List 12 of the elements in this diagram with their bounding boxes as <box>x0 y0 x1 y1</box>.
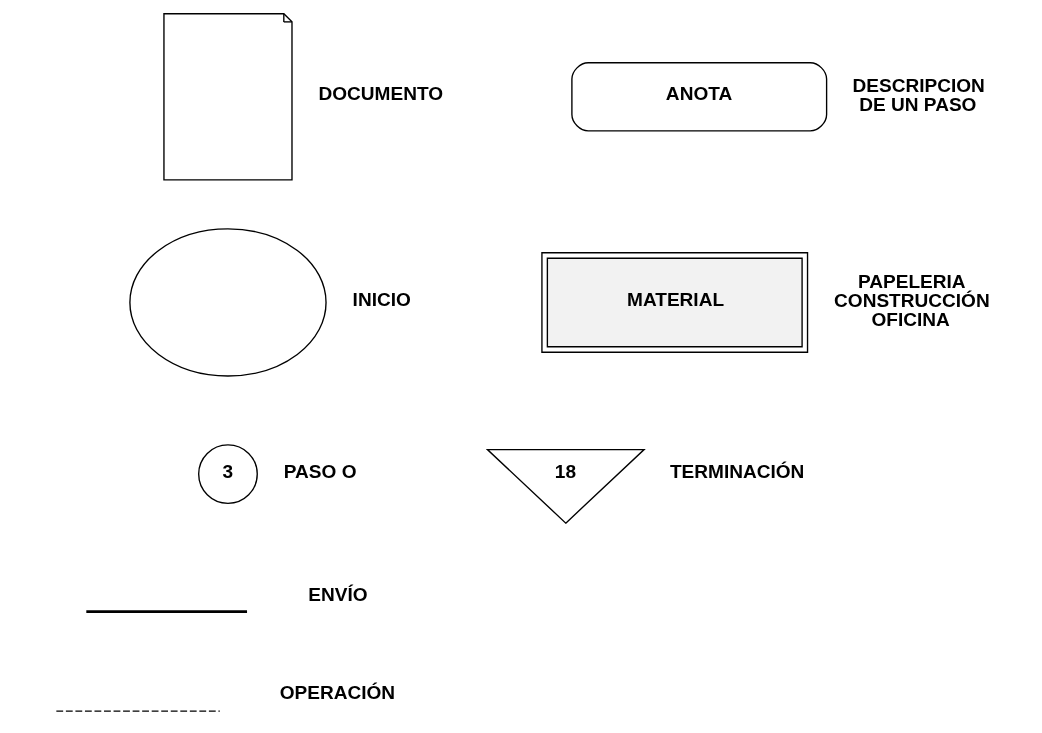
node-label: PASO O <box>283 460 356 482</box>
node-label: DOCUMENTO <box>318 83 443 105</box>
legend-label: OPERACIÓN <box>279 682 395 704</box>
node-box: MATERIAL <box>540 252 808 353</box>
node-circle: 3 <box>197 444 258 505</box>
node-ellipse <box>128 228 327 377</box>
legend-label: ENVÍO <box>307 584 368 606</box>
node-box: ANOTA <box>570 62 827 132</box>
node-label: DESCRIPCION DE UN PASO <box>851 74 985 115</box>
node-label: INICIO <box>352 289 411 311</box>
node-label: PAPELERIA CONSTRUCCIÓN OFICINA <box>833 270 990 330</box>
node-label: TERMINACIÓN <box>669 460 804 482</box>
